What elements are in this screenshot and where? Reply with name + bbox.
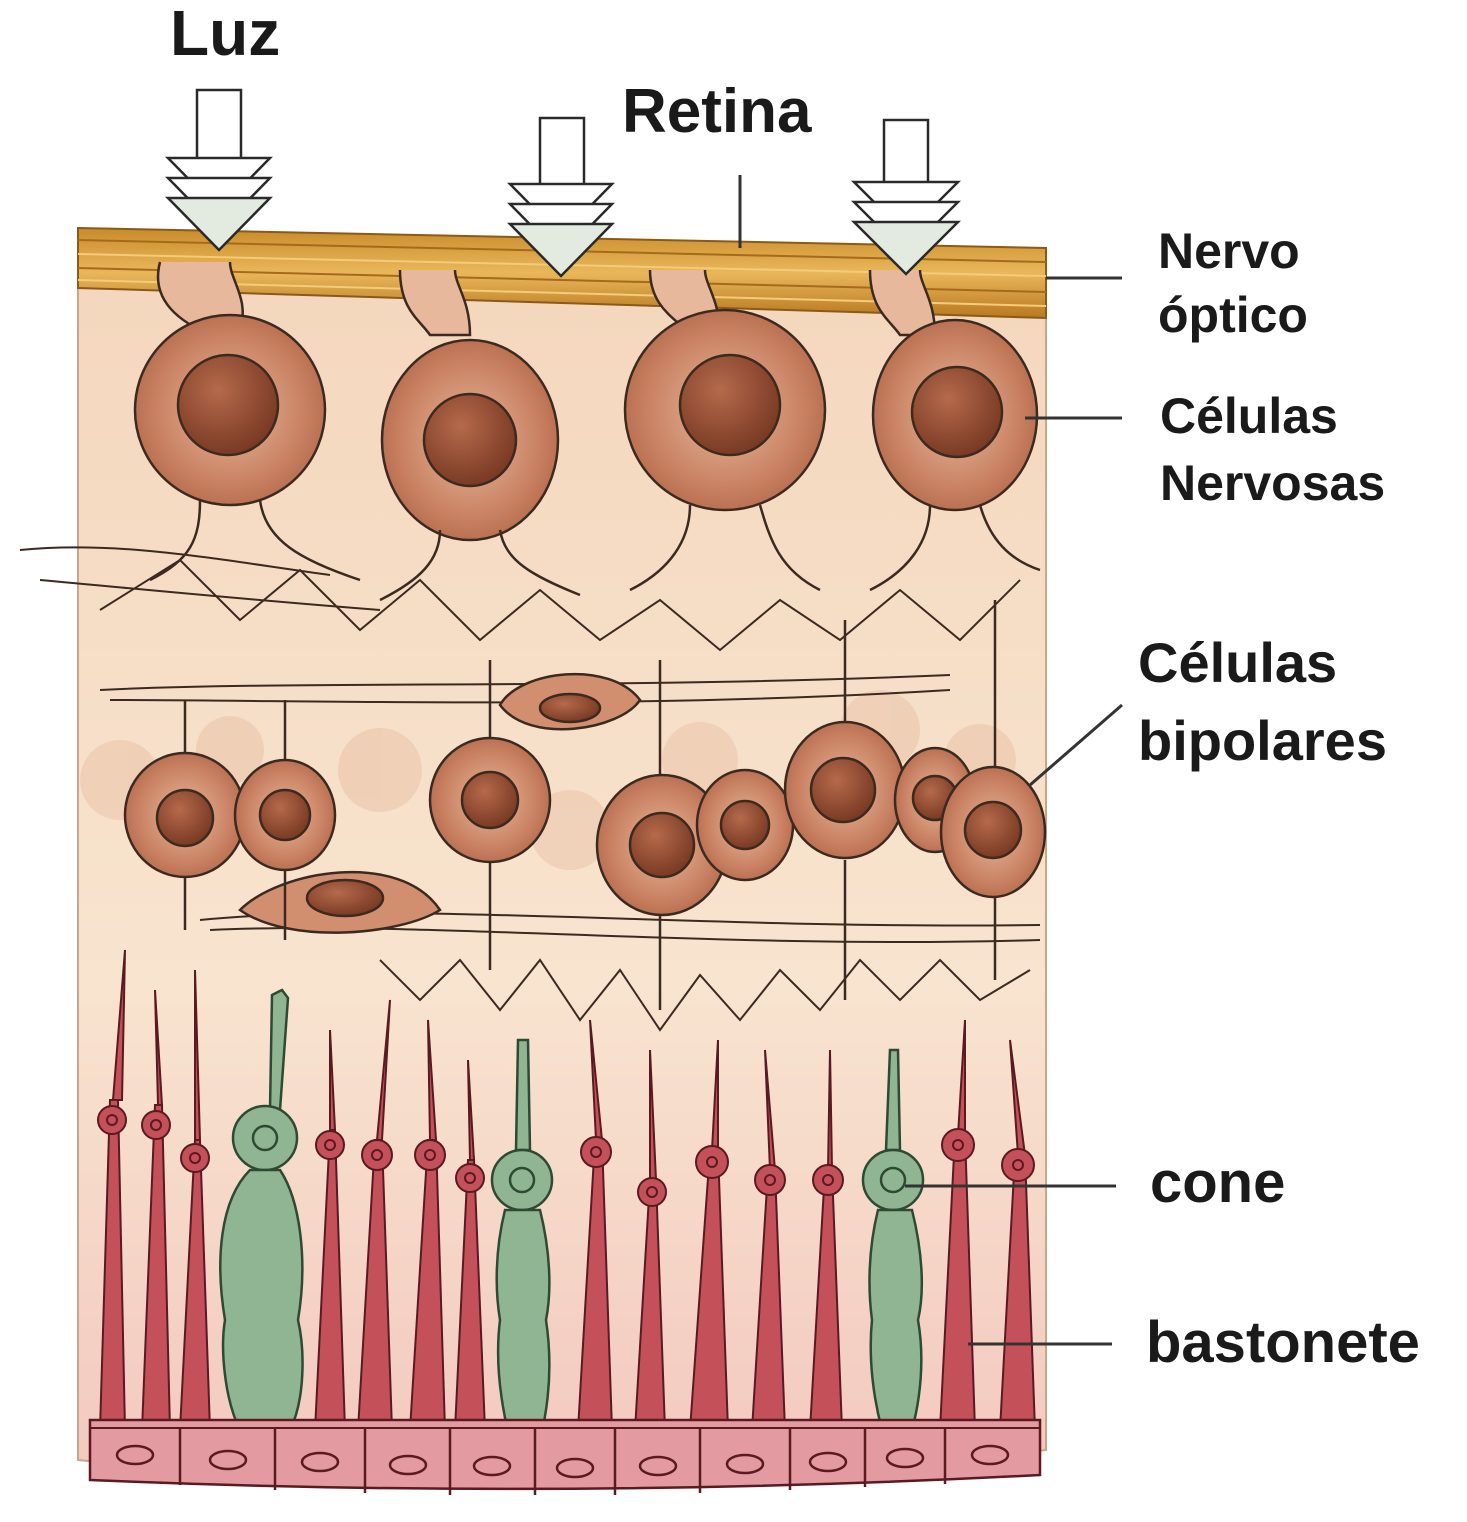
rod [998, 1039, 1037, 1431]
label-bastonete: bastonete [1146, 1310, 1420, 1375]
rod [408, 1019, 447, 1431]
label-nervo-line1: Nervo [1158, 223, 1300, 279]
bipolar-cell [428, 660, 552, 970]
bipolar-cell [595, 660, 729, 1010]
nerve-cell [623, 269, 827, 592]
rod [808, 1049, 844, 1431]
leader-lines [738, 175, 1123, 1346]
rod [938, 1019, 977, 1431]
light-arrow-icon [850, 118, 962, 276]
cone-cell [490, 1038, 554, 1442]
cone-cell [861, 1048, 925, 1432]
rod [688, 1039, 730, 1431]
horizontal-cells [238, 672, 642, 934]
nerve-cell [133, 261, 361, 582]
bipolar-cell [233, 700, 337, 940]
cones [219, 988, 925, 1442]
bipolar-cell [783, 620, 907, 1000]
light-arrow-icon [165, 88, 273, 252]
label-nervosas-line2: Nervosas [1160, 455, 1385, 511]
pigment-epithelium [88, 1418, 1042, 1495]
nerve-cell [868, 269, 1041, 592]
label-luz: Luz [170, 0, 280, 69]
label-nervosas-line1: Células [1160, 388, 1338, 444]
label-cone: cone [1150, 1150, 1285, 1215]
bipolar-cell [939, 600, 1047, 980]
bipolares-leader [1029, 703, 1123, 787]
bipolar-cell [695, 768, 795, 882]
bipolar-cell [123, 700, 247, 930]
light-arrow-icon [507, 116, 615, 278]
rod [178, 969, 212, 1431]
nerve-cell [379, 269, 581, 602]
label-retina: Retina [622, 77, 812, 146]
rod [97, 949, 127, 1431]
rods [97, 949, 1037, 1431]
background-cells [80, 690, 1016, 870]
label-nervo-line2: óptico [1158, 287, 1308, 343]
cone-cell [219, 988, 304, 1432]
bipolar-cells [123, 600, 1047, 1010]
label-bipolares-line1: Células [1138, 631, 1337, 694]
light-arrows [165, 88, 962, 278]
label-bipolares-line2: bipolares [1138, 709, 1387, 772]
nerve-cells [133, 261, 1041, 602]
